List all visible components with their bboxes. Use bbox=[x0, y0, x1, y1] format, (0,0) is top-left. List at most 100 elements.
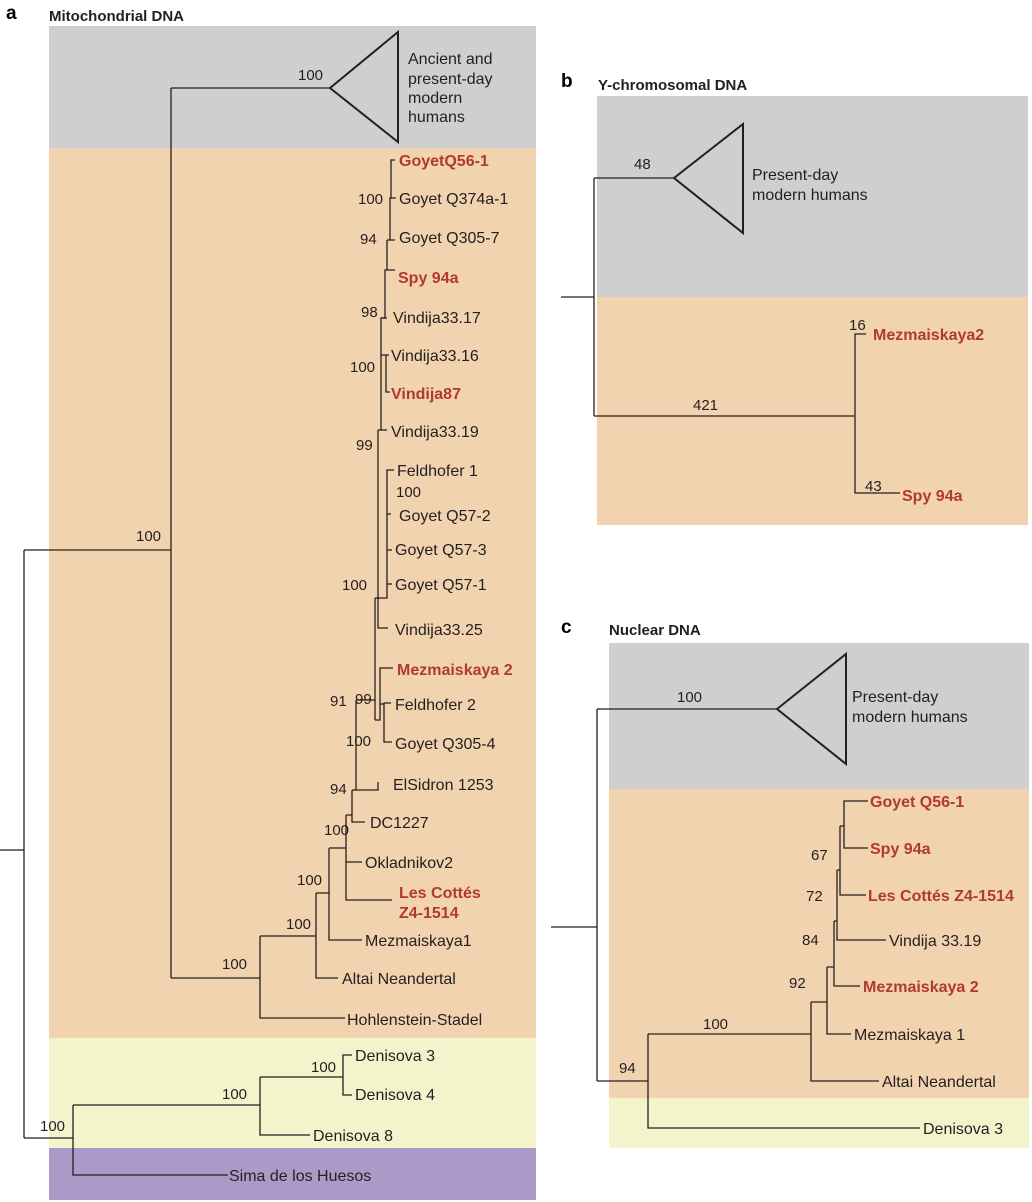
leaf-feldhofer-1: Feldhofer 1 bbox=[397, 463, 478, 480]
nuclear-support-neandertal: 100 bbox=[703, 1016, 728, 1033]
support-goyet-q305-7: 94 bbox=[360, 231, 377, 248]
leaf-goyet-q57-1: Goyet Q57-1 bbox=[395, 577, 487, 594]
branch-denisova-sima bbox=[24, 1105, 228, 1176]
leaf-goyet-q305-7: Goyet Q305-7 bbox=[399, 230, 500, 247]
denisova-band-a bbox=[49, 1038, 536, 1148]
nuclear-leaf-goyet-q56-1: Goyet Q56-1 bbox=[870, 794, 964, 811]
support-denisova-34: 100 bbox=[311, 1059, 336, 1076]
leaf-denisova-3: Denisova 3 bbox=[355, 1048, 435, 1065]
mtdna-denisova-branches bbox=[24, 1054, 352, 1176]
leaf-hohlenstein-stadel: Hohlenstein-Stadel bbox=[347, 1012, 482, 1029]
nuclear-leaf-denisova-3: Denisova 3 bbox=[923, 1121, 1003, 1138]
nuclear-spy-branch bbox=[840, 800, 868, 849]
branch-mezmaiskaya1-split bbox=[316, 848, 362, 941]
support-vindija33-16: 100 bbox=[350, 359, 375, 376]
leaf-vindija33-25: Vindija33.25 bbox=[395, 622, 483, 639]
modern-humans-band-c bbox=[609, 643, 1029, 789]
support-mezmaiskaya-clade: 91 bbox=[330, 693, 347, 710]
modern-humans-clade-label-4: humans bbox=[408, 109, 465, 126]
mtdna-clade-labels: Ancient and present-day modern humans bbox=[408, 51, 493, 126]
ychrom-support-mezmaiskaya2: 16 bbox=[849, 317, 866, 334]
ychrom-leaf-mezmaiskaya2: Mezmaiskaya2 bbox=[873, 327, 984, 344]
nuclear-mezmaiskaya2-branch bbox=[827, 921, 860, 987]
mtdna-leaf-labels: GoyetQ56-1 Goyet Q374a-1 Goyet Q305-7 Sp… bbox=[229, 153, 513, 1185]
nuclear-archaic-branch bbox=[597, 1034, 920, 1129]
support-goyet-q305-4: 100 bbox=[346, 733, 371, 750]
nuclear-vindija-branch bbox=[834, 870, 886, 941]
neandertal-band-b bbox=[597, 297, 1028, 525]
nuclear-leaf-mezmaiskaya-2: Mezmaiskaya 2 bbox=[863, 979, 979, 996]
modern-humans-clade-label-3: modern bbox=[408, 90, 462, 107]
leaf-feldhofer-2: Feldhofer 2 bbox=[395, 697, 476, 714]
branch-elsidron-split bbox=[352, 700, 379, 791]
nuclear-modern-label-1: Present-day bbox=[852, 689, 938, 706]
branch-altai-split bbox=[260, 893, 338, 979]
branch-goyet-q57-clade bbox=[378, 469, 394, 599]
root-stem bbox=[0, 550, 25, 1138]
leaf-vindija33-16: Vindija33.16 bbox=[391, 348, 479, 365]
leaf-denisova-4: Denisova 4 bbox=[355, 1087, 435, 1104]
nuclear-leaf-vindija-33-19: Vindija 33.19 bbox=[889, 933, 981, 950]
nuclear-leaf-spy-94a: Spy 94a bbox=[870, 841, 931, 858]
leaf-vindija33-17: Vindija33.17 bbox=[393, 310, 481, 327]
panel-c-title: Nuclear DNA bbox=[609, 622, 701, 639]
panel-c-letter: c bbox=[561, 617, 572, 638]
branch-human-neandertal bbox=[24, 88, 172, 978]
support-denisova-all: 100 bbox=[222, 1086, 247, 1103]
support-elsidron: 94 bbox=[330, 781, 347, 798]
leaf-goyet-q57-2: Goyet Q57-2 bbox=[399, 508, 491, 525]
modern-humans-clade-label-1: Ancient and bbox=[408, 51, 493, 68]
branch-denisova-all bbox=[73, 1077, 310, 1136]
nuclear-support-vindija: 84 bbox=[802, 932, 819, 949]
support-goyet-q374a: 100 bbox=[358, 191, 383, 208]
ychrom-modern-label-1: Present-day bbox=[752, 167, 838, 184]
nuclear-leaf-mezmaiskaya-1: Mezmaiskaya 1 bbox=[854, 1027, 965, 1044]
support-hohlenstein: 100 bbox=[222, 956, 247, 973]
nuclear-mezmaiskaya1-branch bbox=[811, 967, 851, 1035]
branch-les-cottes-split bbox=[329, 815, 392, 901]
mtdna-tree-branches bbox=[0, 29, 399, 1138]
leaf-altai-neandertal: Altai Neandertal bbox=[342, 971, 456, 988]
ychrom-modern-triangle bbox=[672, 121, 744, 236]
support-vindija33-19: 99 bbox=[356, 437, 373, 454]
panel-b-title: Y-chromosomal DNA bbox=[598, 77, 747, 94]
support-vindija33-17: 98 bbox=[361, 304, 378, 321]
leaf-denisova-8: Denisova 8 bbox=[313, 1128, 393, 1145]
leaf-okladnikov2: Okladnikov2 bbox=[365, 855, 453, 872]
denisova-band-c bbox=[609, 1098, 1029, 1148]
neandertal-band-a bbox=[49, 148, 536, 1038]
leaf-vindija33-19: Vindija33.19 bbox=[391, 424, 479, 441]
leaf-sima-de-los-huesos: Sima de los Huesos bbox=[229, 1168, 371, 1185]
neandertal-band-c bbox=[609, 789, 1029, 1098]
ychrom-support-neandertal: 421 bbox=[693, 397, 718, 414]
panel-a-backgrounds bbox=[49, 26, 536, 1200]
ychrom-neandertal-branch bbox=[594, 333, 900, 494]
panel-c-backgrounds bbox=[609, 643, 1029, 1148]
branch-vindija-clade bbox=[378, 317, 390, 431]
support-dc1227: 100 bbox=[324, 822, 349, 839]
support-les-cottes: 100 bbox=[297, 872, 322, 889]
panel-a-title: Mitochondrial DNA bbox=[49, 8, 184, 25]
nuclear-modern-label-2: modern humans bbox=[852, 709, 968, 726]
support-feldhofer-2: 99 bbox=[355, 691, 372, 708]
ychrom-root-stem bbox=[561, 178, 595, 416]
branch-mezmaiskaya2-clade bbox=[375, 667, 393, 743]
nuclear-leaf-les-cottes: Les Cottés Z4-1514 bbox=[868, 888, 1014, 905]
nuclear-neandertal-branch bbox=[648, 1002, 879, 1082]
leaf-goyet-q374a-1: Goyet Q374a-1 bbox=[399, 191, 509, 208]
branch-goyet-top-clade bbox=[381, 159, 396, 319]
modern-humans-band-a bbox=[49, 26, 536, 148]
nuclear-support-mezmaiskaya-2: 92 bbox=[789, 975, 806, 992]
sima-band-a bbox=[49, 1148, 536, 1200]
collapsed-modern-humans-triangle bbox=[328, 29, 399, 145]
leaf-elsidron-1253: ElSidron 1253 bbox=[393, 777, 494, 794]
leaf-les-cottes-line2: Z4-1514 bbox=[399, 905, 459, 922]
nuclear-les-cottes-branch bbox=[837, 826, 866, 896]
branch-denisova-34 bbox=[260, 1054, 352, 1096]
support-denisova-sima: 100 bbox=[40, 1118, 65, 1135]
nuclear-tree: Present-day modern humans Goyet Q56-1 Sp… bbox=[551, 651, 1014, 1138]
nuclear-root-stem bbox=[551, 709, 598, 1081]
branch-dc1227-split bbox=[346, 790, 365, 823]
ychrom-support-spy: 43 bbox=[865, 478, 882, 495]
